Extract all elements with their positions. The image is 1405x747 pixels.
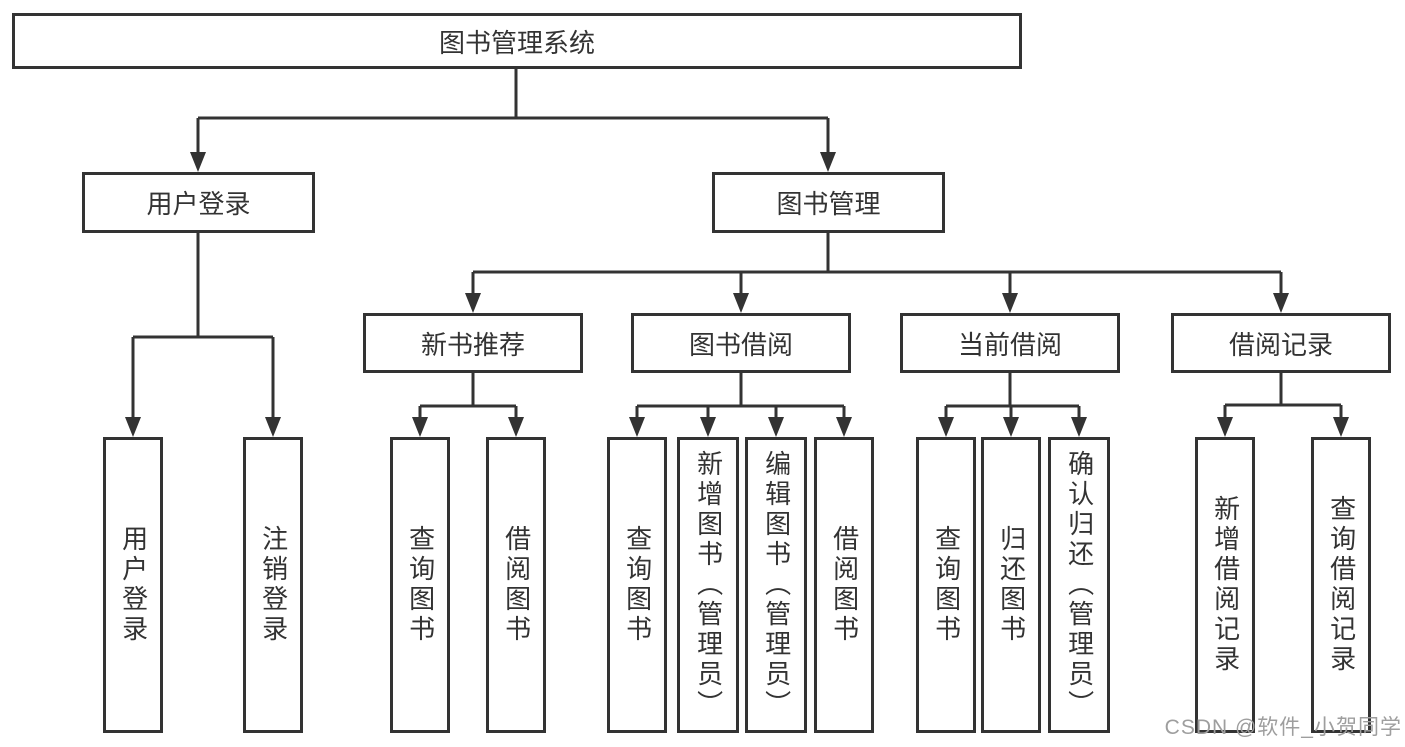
node-label: 注销登录	[258, 525, 289, 645]
connector-lines	[131, 69, 1343, 419]
arrowhead-down-icon	[412, 417, 428, 437]
node-new-book-recommendation: 新书推荐	[363, 313, 583, 373]
node-label: 用户登录	[118, 525, 149, 645]
node-label: 借阅记录	[1228, 329, 1333, 360]
node-leaf-logout: 注销登录	[243, 437, 303, 733]
connector-borrow-to-leaves	[635, 373, 846, 419]
node-leaf-edit-books-admin: 编辑图书（管理员）	[745, 437, 807, 733]
node-label: 查询图书	[622, 525, 653, 645]
node-label: 查询图书	[931, 525, 962, 645]
node-book-borrowing: 图书借阅	[631, 313, 851, 373]
arrowhead-down-icon	[733, 293, 749, 313]
node-label: 图书管理	[776, 189, 881, 219]
node-leaf-return-books: 归还图书	[981, 437, 1041, 733]
arrowhead-down-icon	[508, 417, 524, 437]
arrowhead-down-icon	[265, 417, 281, 437]
node-user-login-branch: 用户登录	[82, 172, 315, 233]
node-label: 查询图书	[405, 525, 436, 645]
connector-login-to-leaves	[131, 233, 275, 419]
node-label: 当前借阅	[957, 329, 1062, 360]
node-label: 借阅图书	[829, 525, 860, 645]
node-label: 借阅图书	[501, 525, 532, 645]
arrowhead-down-icon	[125, 417, 141, 437]
connector-root-to-level2	[196, 69, 830, 154]
node-book-management-branch: 图书管理	[712, 172, 945, 233]
node-leaf-borrow-books: 借阅图书	[814, 437, 874, 733]
node-leaf-query-books: 查询图书	[916, 437, 976, 733]
node-leaf-add-borrow-record: 新增借阅记录	[1195, 437, 1255, 733]
node-label: 新增借阅记录	[1210, 495, 1241, 675]
node-label: 查询借阅记录	[1326, 495, 1357, 675]
csdn-watermark: CSDN @软件_小贺同学	[1164, 716, 1402, 739]
connector-newbook-to-leaves	[418, 373, 518, 419]
arrowhead-down-icon	[820, 152, 836, 172]
node-label: 归还图书	[996, 525, 1027, 645]
node-label: 新书推荐	[420, 329, 525, 360]
arrowhead-down-icon	[629, 417, 645, 437]
node-label: 新增图书（管理员）	[693, 450, 724, 720]
connector-records-to-leaves	[1223, 373, 1343, 419]
arrowhead-down-icon	[938, 417, 954, 437]
arrowhead-down-icon	[465, 293, 481, 313]
node-label: 图书管理系统	[438, 27, 595, 58]
node-label: 用户登录	[146, 189, 251, 219]
node-leaf-user-login: 用户登录	[103, 437, 163, 733]
arrowhead-down-icon	[1333, 417, 1349, 437]
arrowhead-down-icon	[190, 152, 206, 172]
node-leaf-query-books: 查询图书	[390, 437, 450, 733]
node-leaf-confirm-return-admin: 确认归还（管理员）	[1048, 437, 1110, 733]
node-leaf-query-borrow-record: 查询借阅记录	[1311, 437, 1371, 733]
arrowheads	[125, 152, 1349, 437]
arrowhead-down-icon	[1273, 293, 1289, 313]
node-library-management-system: 图书管理系统	[12, 13, 1022, 69]
arrowhead-down-icon	[1071, 417, 1087, 437]
node-leaf-add-books-admin: 新增图书（管理员）	[677, 437, 739, 733]
arrowhead-down-icon	[768, 417, 784, 437]
arrowhead-down-icon	[836, 417, 852, 437]
node-leaf-query-books: 查询图书	[607, 437, 667, 733]
node-leaf-borrow-books: 借阅图书	[486, 437, 546, 733]
arrowhead-down-icon	[1002, 293, 1018, 313]
arrowhead-down-icon	[1003, 417, 1019, 437]
node-label: 图书借阅	[688, 329, 793, 360]
arrowhead-down-icon	[1217, 417, 1233, 437]
connector-mgmt-to-level3	[471, 233, 1283, 295]
arrowhead-down-icon	[700, 417, 716, 437]
connector-current-to-leaves	[944, 373, 1081, 419]
node-borrowing-records: 借阅记录	[1171, 313, 1391, 373]
node-current-borrowing: 当前借阅	[900, 313, 1120, 373]
node-label: 编辑图书（管理员）	[761, 450, 792, 720]
node-label: 确认归还（管理员）	[1064, 450, 1095, 720]
